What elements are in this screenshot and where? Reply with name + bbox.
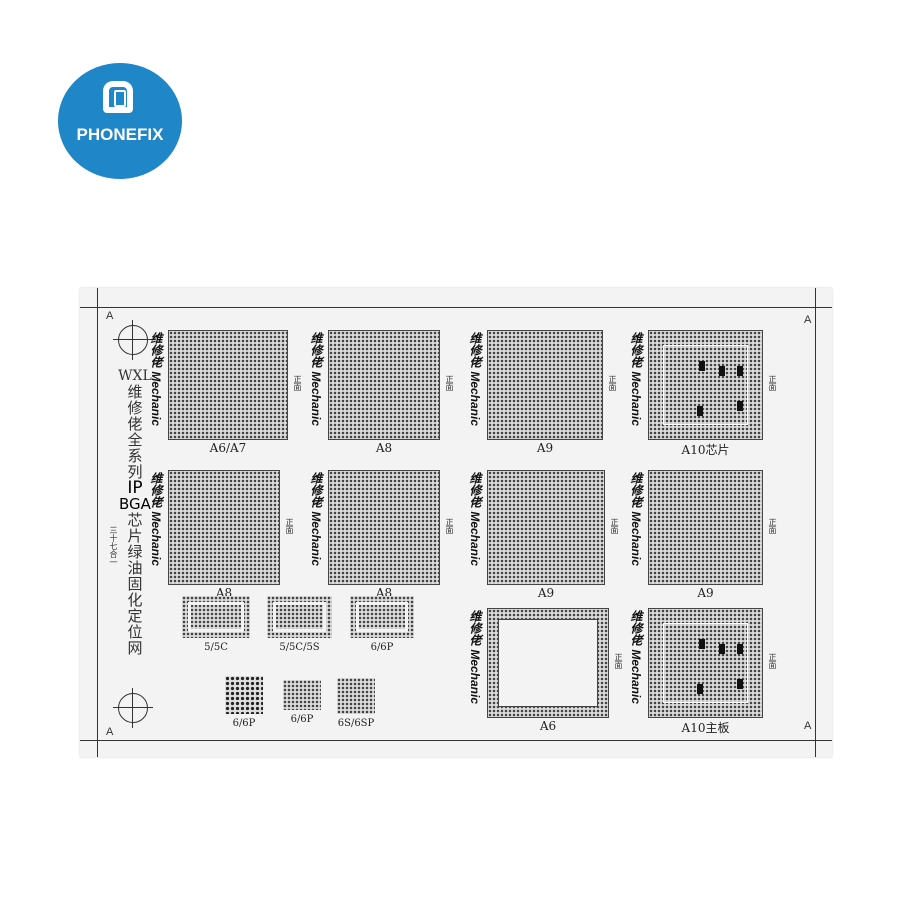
chip-pad (719, 366, 725, 376)
title-bga: BGA (119, 495, 151, 513)
frame-line (97, 288, 98, 757)
subtitle: 三十七合一 (109, 526, 118, 566)
chip-inner-frame (663, 623, 748, 703)
small-chip-label: 6/6P (290, 714, 314, 725)
front-side-text: 正面 (285, 517, 294, 534)
chip-inner-frame (273, 602, 326, 632)
small-bga-chip (267, 596, 332, 638)
front-side-text: 正面 (445, 517, 454, 534)
bga-chip-4 (168, 470, 280, 585)
brand-mechanic-text: 维修佬 Mechanic (468, 332, 482, 427)
brand-mechanic-text: 维修佬 Mechanic (468, 610, 482, 705)
bga-chip-1 (328, 330, 440, 440)
small-chip-label: 5/5C/5S (279, 642, 320, 653)
chip-label: A6 (539, 719, 557, 733)
crosshair-icon (113, 688, 153, 728)
chip-label: A8 (375, 441, 393, 455)
front-side-text: 正面 (768, 653, 777, 669)
small-chip-label: 5/5C (204, 642, 228, 653)
brand-mechanic-text: 维修佬 Mechanic (149, 472, 163, 567)
title-cn: 维修佬全系列 (125, 384, 144, 480)
front-side-text: 正面 (608, 375, 617, 391)
small-bga-chip (337, 678, 375, 714)
brand-mechanic-text: 维修佬 Mechanic (309, 472, 323, 567)
corner-mark: A (804, 314, 812, 326)
chip-pad (697, 406, 703, 416)
stencil-title: WXL 维修佬全系列 IP BGA 芯片绿油固化定位网 (110, 368, 160, 656)
chip-label: A9 (537, 586, 555, 600)
bga-chip-2 (487, 330, 603, 440)
chip-label: A10主板 (681, 721, 730, 735)
chip-pad (699, 361, 705, 371)
bga-chip-0 (168, 330, 288, 440)
small-chip-label: 6S/6SP (337, 718, 375, 729)
small-bga-chip (283, 680, 321, 710)
brand-mechanic-text: 维修佬 Mechanic (149, 332, 163, 427)
crosshair-icon (113, 320, 153, 360)
chip-inner-frame (188, 602, 244, 632)
brand-mechanic-text: 维修佬 Mechanic (629, 332, 643, 427)
front-side-text: 正面 (610, 517, 619, 534)
brand-mechanic-text: 维修佬 Mechanic (629, 472, 643, 567)
small-bga-chip (225, 676, 263, 714)
corner-mark: A (804, 720, 812, 732)
chip-pad (737, 401, 743, 411)
small-chip-label: 6/6P (232, 718, 256, 729)
bga-chip-9 (648, 608, 763, 718)
title-cn: 芯片绿油固化定位网 (125, 512, 144, 656)
small-bga-chip (350, 596, 414, 638)
chip-pad (719, 644, 725, 654)
front-side-text: 正面 (614, 653, 623, 669)
bga-chip-5 (328, 470, 440, 585)
bga-chip-7 (648, 470, 763, 585)
bga-chip-8 (487, 608, 609, 718)
chip-pad (737, 366, 743, 376)
front-side-text: 正面 (445, 375, 454, 391)
chip-label: A6/A7 (209, 441, 247, 455)
small-chip-label: 6/6P (370, 642, 394, 653)
frame-line (815, 288, 816, 757)
chip-pad (737, 679, 743, 689)
corner-mark: A (106, 726, 114, 738)
chip-label: A9 (697, 586, 714, 600)
small-bga-chip (182, 596, 250, 638)
wrench-phone-icon (103, 81, 133, 113)
brand-mechanic-text: 维修佬 Mechanic (468, 472, 482, 567)
logo-text: PHONEFIX (76, 125, 164, 144)
bga-chip-6 (487, 470, 605, 585)
phonefix-logo: PHONEFIX (58, 63, 182, 179)
chip-inner-frame (663, 345, 748, 425)
chip-cutout (498, 619, 598, 707)
front-side-text: 正面 (768, 375, 777, 391)
bga-stencil-plate: A A A A WXL 维修佬全系列 IP BGA 芯片绿油固化定位网 三十七合… (80, 288, 832, 757)
chip-pad (697, 684, 703, 694)
chip-inner-frame (356, 602, 408, 632)
chip-label: A10芯片 (681, 443, 730, 457)
title-latin: WXL (118, 368, 152, 384)
front-side-text: 正面 (293, 375, 302, 391)
brand-mechanic-text: 维修佬 Mechanic (629, 610, 643, 705)
frame-line (80, 307, 832, 308)
corner-mark: A (106, 310, 114, 322)
brand-mechanic-text: 维修佬 Mechanic (309, 332, 323, 427)
bga-chip-3 (648, 330, 763, 440)
chip-label: A9 (536, 441, 554, 455)
front-side-text: 正面 (768, 517, 777, 534)
chip-pad (737, 644, 743, 654)
title-ip: IP (127, 478, 143, 498)
chip-pad (699, 639, 705, 649)
frame-line (80, 740, 832, 741)
